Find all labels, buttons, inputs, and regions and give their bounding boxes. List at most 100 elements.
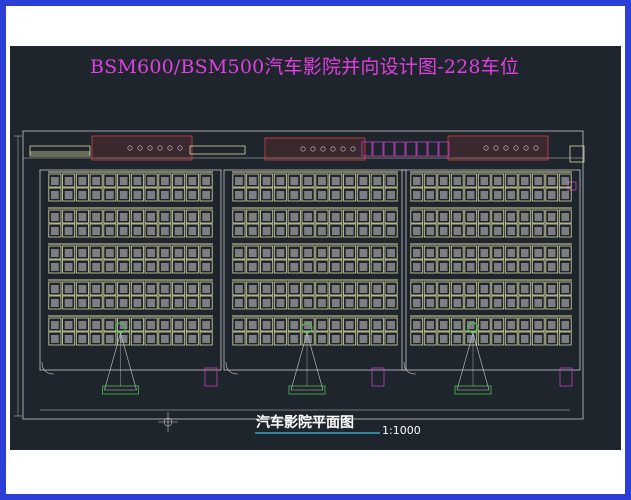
car-icon: [147, 263, 155, 271]
parking-stall: [144, 187, 158, 202]
parking-stall: [48, 187, 62, 202]
car-icon: [534, 191, 542, 199]
car-icon: [359, 213, 368, 221]
parking-stall: [130, 245, 144, 260]
car-icon: [413, 249, 421, 257]
car-icon: [521, 213, 529, 221]
parking-stall: [130, 223, 144, 238]
car-icon: [387, 249, 395, 257]
car-icon: [276, 227, 285, 235]
car-icon: [521, 191, 529, 199]
parking-stall: [301, 245, 315, 260]
parking-stall: [172, 173, 186, 188]
parking-stall: [329, 245, 343, 260]
car-icon: [248, 249, 257, 257]
car-icon: [304, 335, 312, 343]
parking-stall: [185, 245, 199, 260]
car-icon: [426, 213, 434, 221]
car-icon: [161, 249, 169, 257]
car-icon: [64, 263, 73, 271]
car-icon: [507, 321, 515, 329]
parking-stall: [130, 209, 144, 224]
parking-stall: [423, 223, 437, 238]
car-icon: [262, 227, 271, 235]
parking-stall: [287, 187, 301, 202]
restroom-booth: [559, 367, 573, 387]
table-seat-icon: [320, 146, 326, 152]
parking-stall: [172, 223, 186, 238]
parking-stall: [437, 295, 451, 310]
car-icon: [64, 249, 73, 257]
car-icon: [133, 285, 142, 293]
table-seat-icon: [533, 145, 539, 151]
parking-stall: [62, 259, 76, 274]
car-icon: [318, 285, 326, 293]
parking-stall: [130, 331, 144, 346]
parking-stall: [144, 295, 158, 310]
car-icon: [387, 227, 395, 235]
car-icon: [467, 321, 475, 329]
parking-stall: [491, 281, 505, 296]
parking-stall: [343, 187, 357, 202]
parking-stall: [356, 281, 370, 296]
parking-stall: [199, 331, 213, 346]
parking-stall: [356, 223, 370, 238]
road-curve: [41, 361, 55, 375]
parking-stall: [356, 173, 370, 188]
parking-stall: [273, 295, 287, 310]
ticket-booth: [361, 141, 373, 157]
parking-stall: [356, 295, 370, 310]
car-icon: [119, 321, 128, 329]
parking-stall: [158, 245, 172, 260]
car-icon: [534, 227, 542, 235]
parking-stall: [260, 209, 274, 224]
car-icon: [235, 191, 243, 199]
car-icon: [467, 191, 475, 199]
parking-stall: [558, 209, 572, 224]
car-icon: [106, 213, 114, 221]
parking-stall: [518, 317, 532, 332]
car-icon: [51, 321, 59, 329]
car-icon: [507, 299, 515, 307]
car-icon: [426, 299, 434, 307]
car-icon: [359, 177, 368, 185]
car-icon: [161, 191, 169, 199]
parking-stall: [423, 259, 437, 274]
parking-stall: [384, 317, 398, 332]
parking-stall: [329, 173, 343, 188]
car-icon: [147, 177, 155, 185]
parking-stall: [370, 259, 384, 274]
parking-stall: [185, 259, 199, 274]
parking-stall: [75, 331, 89, 346]
car-icon: [202, 335, 210, 343]
parking-stall: [246, 245, 260, 260]
parking-stall: [410, 331, 424, 346]
car-icon: [331, 213, 340, 221]
car-icon: [51, 213, 59, 221]
restroom-booth: [371, 367, 385, 387]
car-icon: [561, 191, 569, 199]
parking-stall: [246, 295, 260, 310]
car-icon: [106, 335, 114, 343]
car-icon: [174, 263, 183, 271]
car-icon: [426, 177, 434, 185]
car-icon: [507, 191, 515, 199]
car-icon: [561, 177, 569, 185]
parking-stall: [356, 317, 370, 332]
car-icon: [494, 321, 502, 329]
table-seat-icon: [167, 145, 173, 151]
parking-stall: [410, 187, 424, 202]
parking-stall: [477, 259, 491, 274]
car-icon: [290, 299, 299, 307]
parking-stall: [423, 331, 437, 346]
parking-stall: [384, 295, 398, 310]
car-icon: [331, 177, 340, 185]
parking-stall: [477, 317, 491, 332]
car-icon: [92, 299, 100, 307]
ticket-booth: [405, 141, 417, 157]
car-icon: [359, 321, 368, 329]
parking-stall: [232, 317, 246, 332]
parking-stall: [437, 245, 451, 260]
parking-stall: [103, 245, 117, 260]
parking-stall: [75, 209, 89, 224]
